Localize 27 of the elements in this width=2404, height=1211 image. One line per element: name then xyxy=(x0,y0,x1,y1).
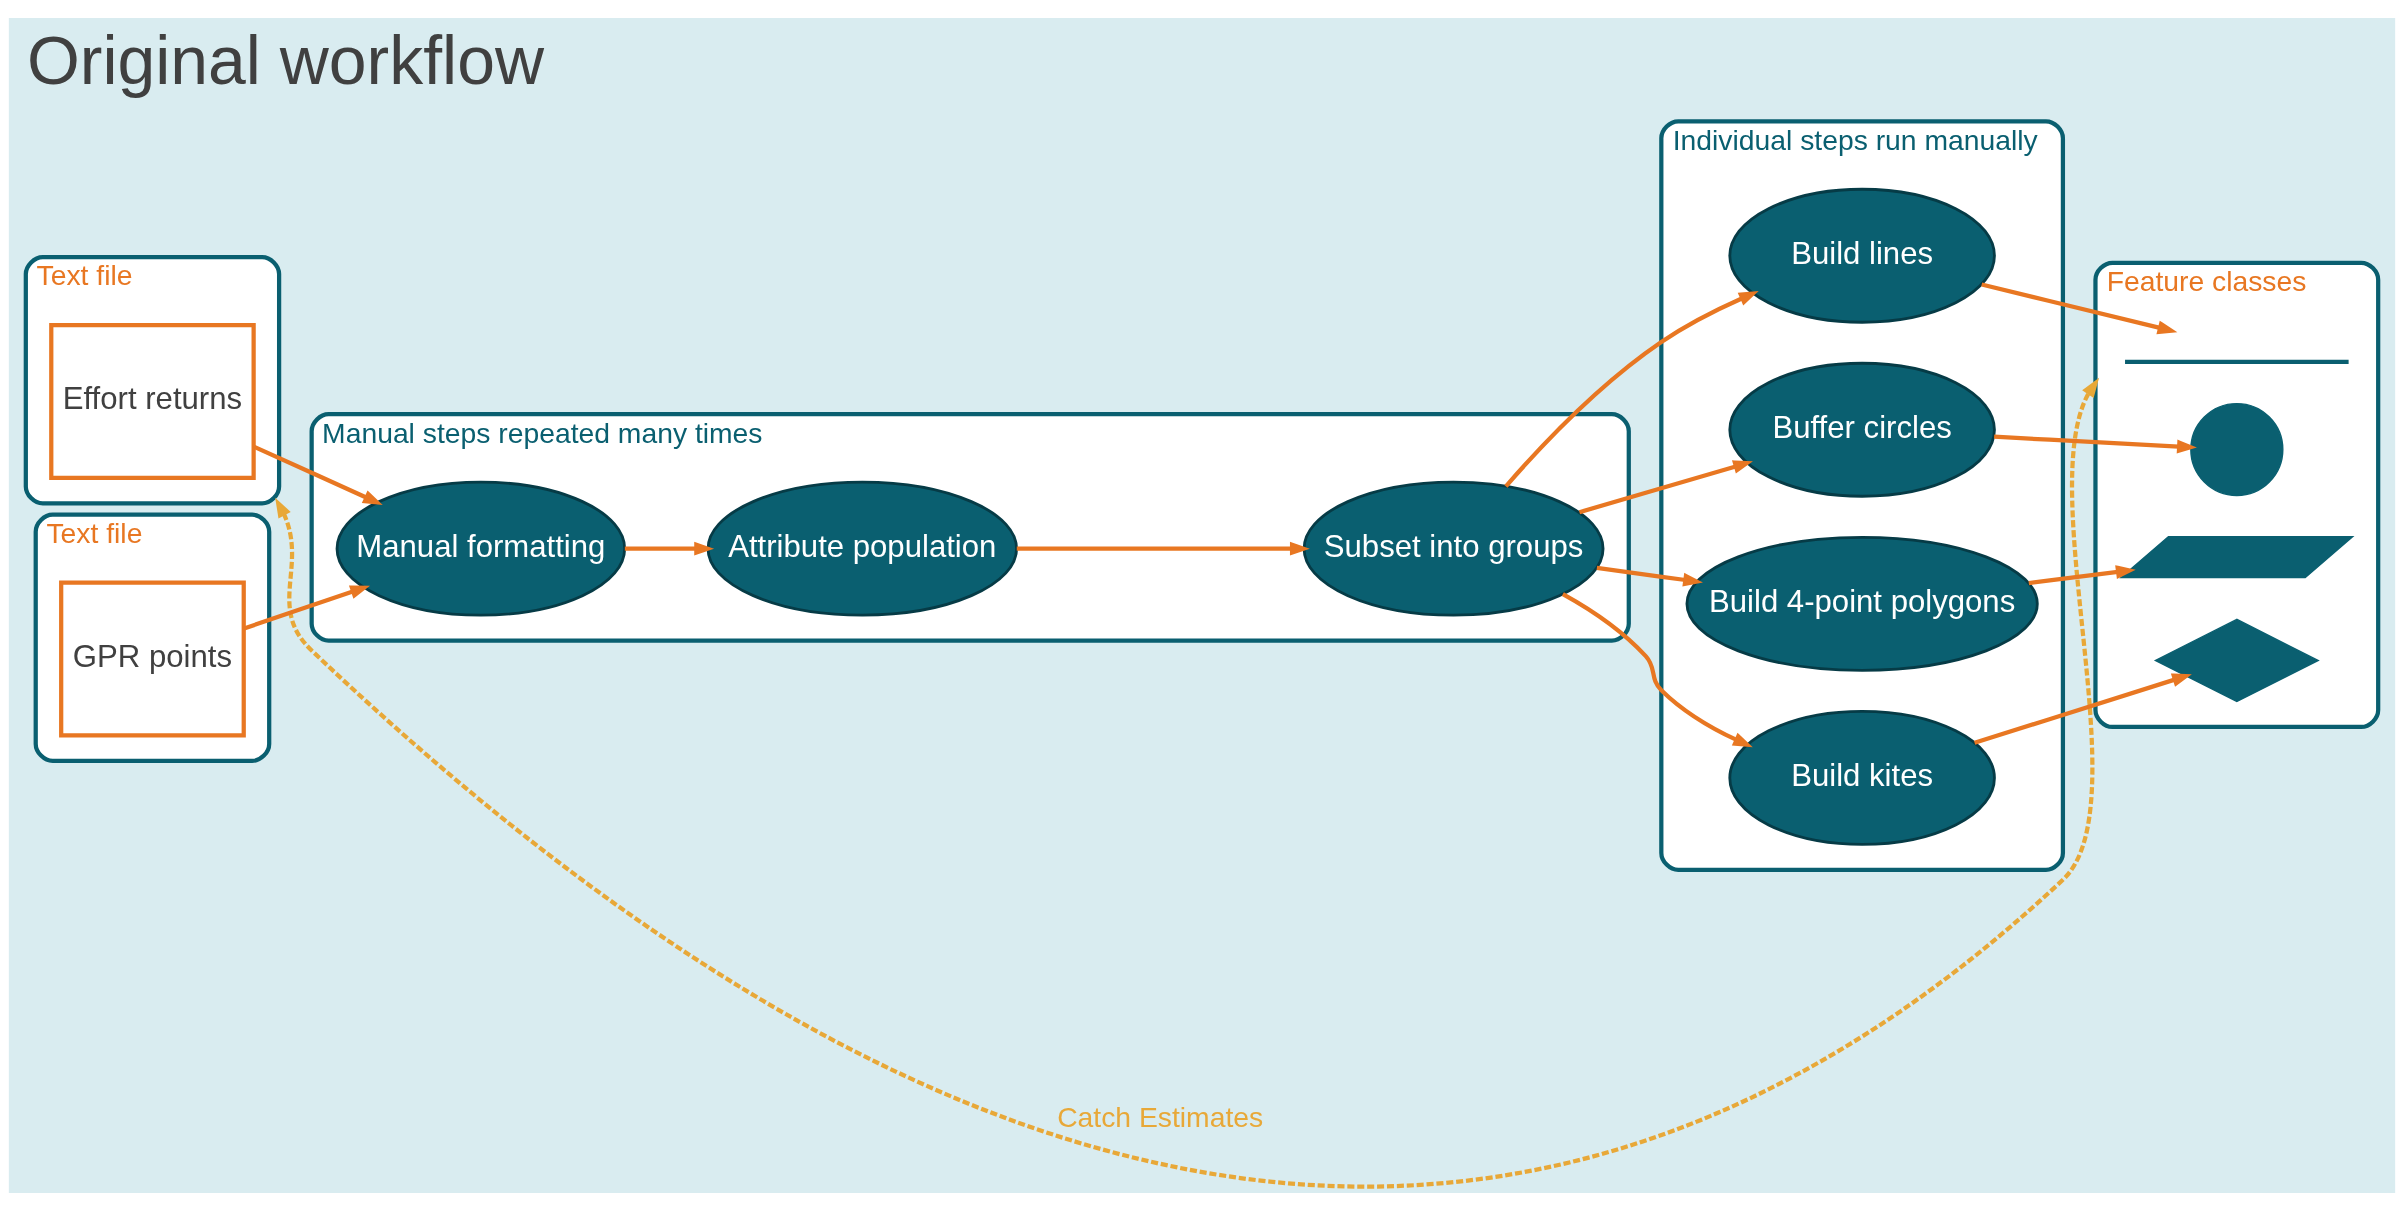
arrow xyxy=(1994,434,2197,454)
arrow xyxy=(1578,460,1753,515)
node-box: GPR points xyxy=(59,580,246,738)
node-ellipse: Build 4-point polygons xyxy=(1685,535,2039,672)
arrow xyxy=(1596,565,1703,587)
node-ellipse: Subset into groups xyxy=(1302,480,1605,617)
cluster: Feature classes xyxy=(2093,260,2381,730)
arrow xyxy=(1973,673,2192,745)
arrow xyxy=(2028,565,2136,586)
node-ellipse: Attribute population xyxy=(706,480,1018,617)
arrow xyxy=(252,444,383,505)
arrow xyxy=(1561,592,1753,748)
arrow xyxy=(624,541,715,556)
node-box: Effort returns xyxy=(49,322,256,480)
edge-label: Catch Estimates xyxy=(1057,1101,1264,1134)
arrow xyxy=(1981,282,2178,335)
node-circle xyxy=(2190,402,2284,497)
arrow xyxy=(1016,541,1310,556)
arrow xyxy=(1504,291,1759,488)
node-ellipse: Manual formatting xyxy=(335,480,627,617)
node-kite xyxy=(2153,618,2320,703)
node-line xyxy=(2125,359,2349,364)
diagram-title: Original workflow xyxy=(26,22,544,98)
node-parallelogram xyxy=(2119,535,2355,579)
arrow xyxy=(275,377,2100,1188)
node-ellipse: Build lines xyxy=(1728,187,1996,324)
arrow xyxy=(243,585,370,631)
